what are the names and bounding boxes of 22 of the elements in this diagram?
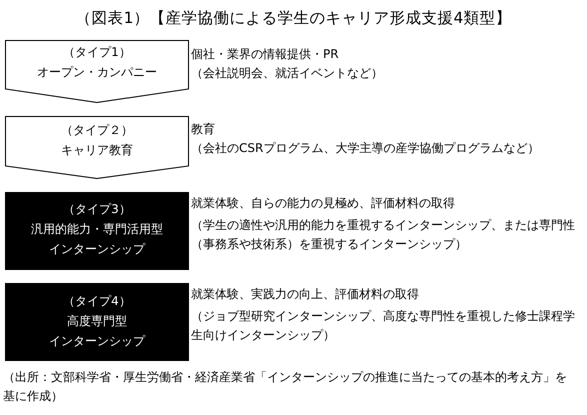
type-name: 汎用的能力・専門活用型インターンシップ (31, 221, 163, 258)
type-label: （タイプ4） (63, 293, 131, 310)
type-label: （タイプ1） (63, 44, 131, 61)
description-text: 就業体験、自らの能力の見極め、評価材料の取得 (191, 195, 455, 212)
description-text: （ジョブ型研究インターンシップ、高度な専門性を重視した修士課程学生向けインターンシップ） (191, 308, 576, 344)
filled-box (5, 283, 189, 361)
chevron-box (5, 116, 189, 179)
type-label: （タイプ２） (61, 122, 133, 139)
description-text: 就業体験、実践力の向上、評価材料の取得 (191, 286, 419, 303)
description-text: 個社・業界の情報提供・PR (191, 46, 339, 63)
description-text: （会社のCSRプログラム、大学主導の産学協働プログラムなど） (191, 140, 540, 157)
figure-title: （図表1）【産学協働による学生のキャリア形成支援4類型】 (76, 8, 512, 28)
description-text: 教育 (191, 121, 215, 138)
description-text: （会社説明会、就活イベントなど） (191, 65, 383, 82)
filled-box (5, 192, 189, 270)
type-label: （タイプ3） (63, 201, 131, 218)
type-name: 高度専門型インターンシップ (49, 313, 145, 350)
type-name: キャリア教育 (61, 142, 133, 159)
chevron-box (5, 40, 189, 103)
type-name: オープン・カンパニー (37, 64, 157, 81)
source-note: （出所：文部科学省・厚生労働省・経済産業省「インターンシップの推進に当たっての基本的考え方」を基に作成） (3, 368, 568, 404)
description-text: （学生の適性や汎用的能力を重視するインターンシップ、または専門性（事務系や技術系）を重視するインターンシップ） (191, 217, 576, 253)
